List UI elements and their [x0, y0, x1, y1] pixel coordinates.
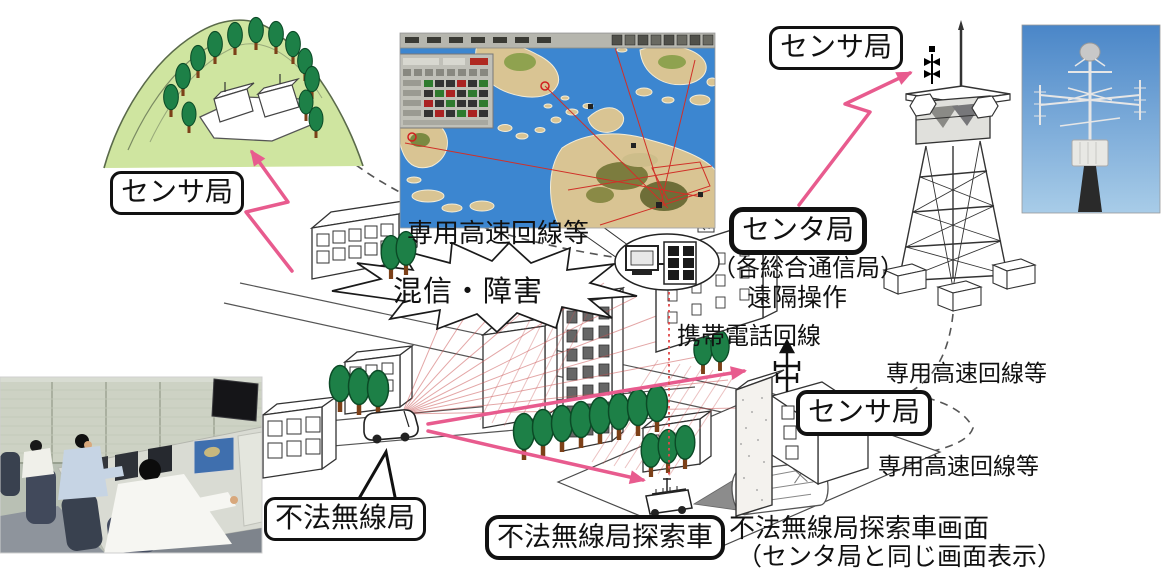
operator-near [104, 459, 238, 553]
map-screenshot [399, 32, 716, 229]
label-dedicated-line-top: 専用高速回線等 [407, 219, 590, 248]
lattice-tower-drawing [882, 20, 1037, 312]
console-monitor-icon [625, 245, 664, 275]
label-sensor-station-top-right: センサ局 [769, 26, 904, 71]
signal-arrow-to-hill [244, 149, 294, 273]
label-center-station-note-2: 遠隔操作 [747, 285, 848, 312]
chair [26, 468, 56, 524]
interference-burst [331, 241, 638, 334]
hill-sensor-site [103, 16, 364, 169]
label-search-vehicle-screen-note-2: （センタ局と同じ画面表示） [737, 544, 1063, 571]
chair [61, 493, 103, 551]
signal-arrows [244, 71, 913, 485]
illegal-van-drawing [363, 409, 419, 444]
label-interference: 混信・障害 [393, 276, 544, 308]
console-rack-icon [663, 241, 697, 285]
tower-antenna-icon [924, 46, 940, 84]
illegal-label-pointer [354, 447, 398, 504]
tower-feet [882, 258, 1037, 312]
signal-arrow-to-search-vehicle [426, 429, 646, 485]
dash-hill-to-center [313, 127, 654, 264]
label-search-vehicle: 不法無線局探索車 [485, 515, 725, 561]
photo-border [0, 376, 263, 554]
map-station-markers [407, 81, 703, 208]
antenna-photo [1021, 24, 1161, 214]
signal-arrow-to-tower [797, 71, 913, 207]
sensor-antenna-icon [773, 338, 801, 392]
map-toolbar [400, 33, 715, 49]
label-illegal-station: 不法無線局 [264, 497, 427, 542]
label-dedicated-line-right-upper: 専用高速回線等 [886, 361, 1047, 386]
chair [0, 452, 20, 496]
label-center-station-note-1: （各総合通信局） [712, 256, 904, 282]
signal-arrow-to-sensor-building [426, 366, 747, 426]
label-sensor-station-bottom-right: センサ局 [796, 390, 933, 437]
map-control-panel [400, 53, 494, 129]
label-sensor-station-top-left: センサ局 [110, 171, 245, 216]
control-room-photo [0, 377, 262, 553]
label-mobile-phone-line: 携帯電話回線 [677, 324, 821, 350]
label-search-vehicle-screen-note-1: 不法無線局探索車画面 [729, 514, 990, 543]
label-center-station: センタ局 [729, 207, 868, 256]
operator-far [22, 440, 54, 478]
operator-middle [58, 434, 124, 500]
search-vehicle-drawing [645, 478, 693, 517]
label-dedicated-line-right-lower: 専用高速回線等 [878, 454, 1039, 479]
map-bearing-lines [404, 37, 713, 226]
hill-station-buildings [213, 74, 300, 123]
wall-monitor [211, 378, 259, 422]
